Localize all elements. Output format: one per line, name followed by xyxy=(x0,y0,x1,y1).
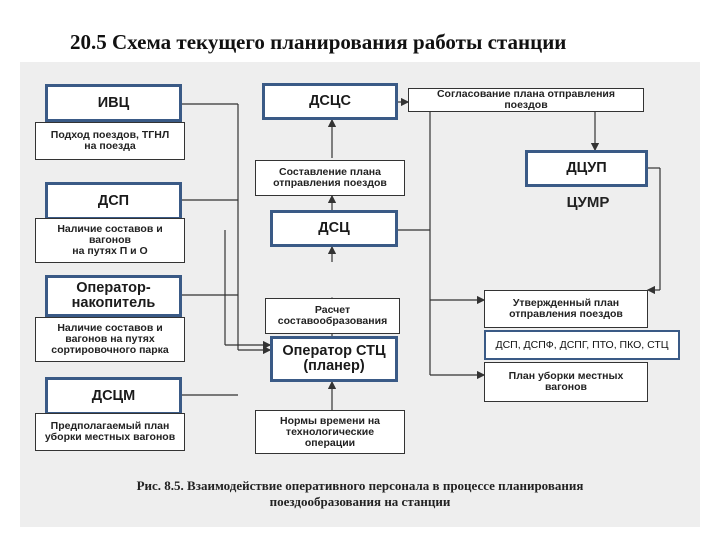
box-ivc: ИВЦ xyxy=(45,84,182,122)
box-operator-nakopitel: Оператор- накопитель xyxy=(45,275,182,317)
box-sostav-plana: Составление плана отправления поездов xyxy=(255,160,405,196)
figure-caption: Рис. 8.5. Взаимодействие оперативного пе… xyxy=(136,478,584,509)
box-plan-uborki: План уборки местных вагонов xyxy=(484,362,648,402)
overlay-personnel-list: ДСП, ДСПФ, ДСПГ, ПТО, ПКО, СТЦ xyxy=(484,330,680,360)
box-operator-stc: Оператор СТЦ (планер) xyxy=(270,336,398,382)
box-cumr: ЦУМР xyxy=(566,194,610,211)
box-dscm: ДСЦМ xyxy=(45,377,182,415)
box-dsp: ДСП xyxy=(45,182,182,220)
box-predpol-plan: Предполагаемый план уборки местных вагон… xyxy=(35,413,185,451)
box-podhod: Подход поездов, ТГНЛ на поезда xyxy=(35,122,185,160)
box-nalichie-2: Наличие составов и вагонов на путях сорт… xyxy=(35,317,185,362)
box-soglasovanie: Согласование плана отправления поездов xyxy=(408,88,644,112)
slide-title: 20.5 Схема текущего планирования работы … xyxy=(70,30,567,54)
box-normy: Нормы времени на технологические операци… xyxy=(255,410,405,454)
box-raschet: Расчет составообразования xyxy=(265,298,400,334)
box-nalichie-1: Наличие составов и вагонов на путях П и … xyxy=(35,218,185,263)
box-utv-plan: Утвержденный план отправления поездов xyxy=(484,290,648,328)
box-dcup: ДЦУП xyxy=(525,150,648,187)
box-dscs: ДСЦС xyxy=(262,83,398,120)
box-dsc: ДСЦ xyxy=(270,210,398,247)
